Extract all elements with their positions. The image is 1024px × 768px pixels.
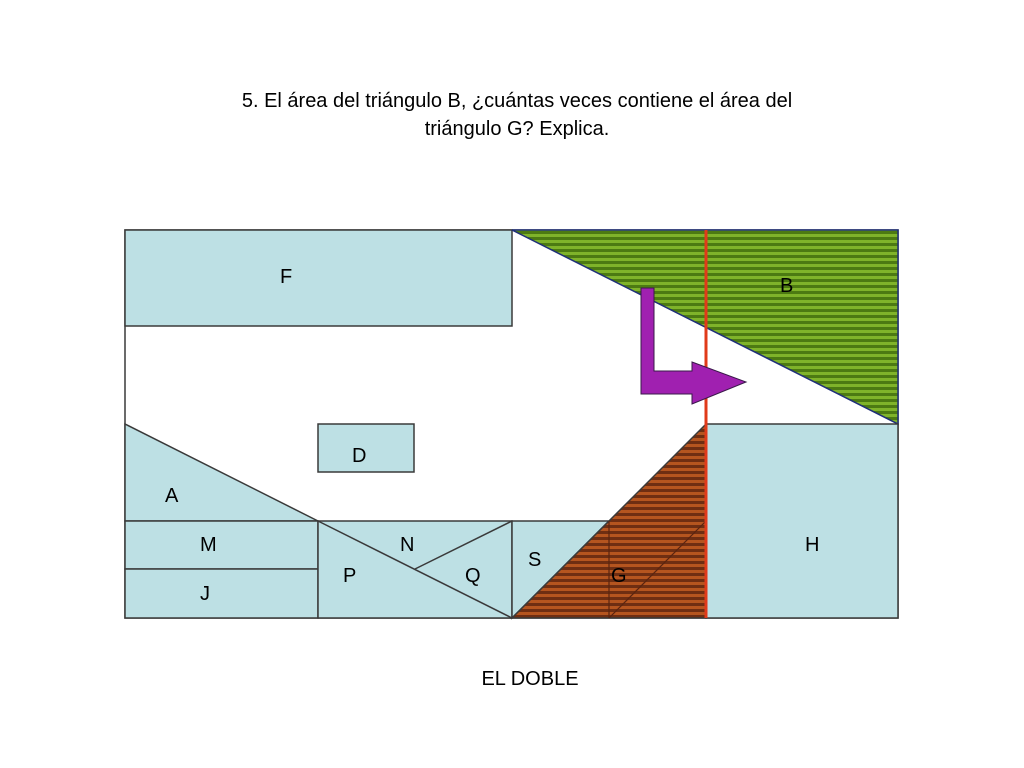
label-n: N bbox=[400, 534, 414, 556]
piece-d bbox=[317, 423, 415, 473]
label-j: J bbox=[200, 583, 210, 605]
nq-divider bbox=[414, 520, 513, 570]
label-f: F bbox=[280, 266, 292, 288]
label-p: P bbox=[343, 565, 356, 587]
label-m: M bbox=[200, 534, 217, 556]
triangle-a bbox=[124, 422, 319, 522]
label-d: D bbox=[352, 445, 366, 467]
label-q: Q bbox=[465, 565, 481, 587]
label-b: B bbox=[780, 275, 793, 297]
g-inner-diagonal bbox=[608, 520, 707, 619]
question-line-2: triángulo G? Explica. bbox=[424, 118, 610, 140]
label-s: S bbox=[528, 549, 541, 571]
question-line-1: 5. El área del triángulo B, ¿cuántas vec… bbox=[241, 90, 793, 112]
npq-diagonal bbox=[317, 520, 513, 619]
purple-arrow-icon bbox=[640, 287, 748, 405]
label-h: H bbox=[805, 534, 819, 556]
piece-j bbox=[124, 568, 319, 619]
piece-h bbox=[705, 423, 899, 619]
piece-f bbox=[124, 229, 513, 327]
label-g: G bbox=[611, 565, 627, 587]
label-a: A bbox=[165, 485, 179, 507]
piece-m bbox=[124, 520, 319, 570]
answer-text: EL DOBLE bbox=[481, 668, 579, 690]
